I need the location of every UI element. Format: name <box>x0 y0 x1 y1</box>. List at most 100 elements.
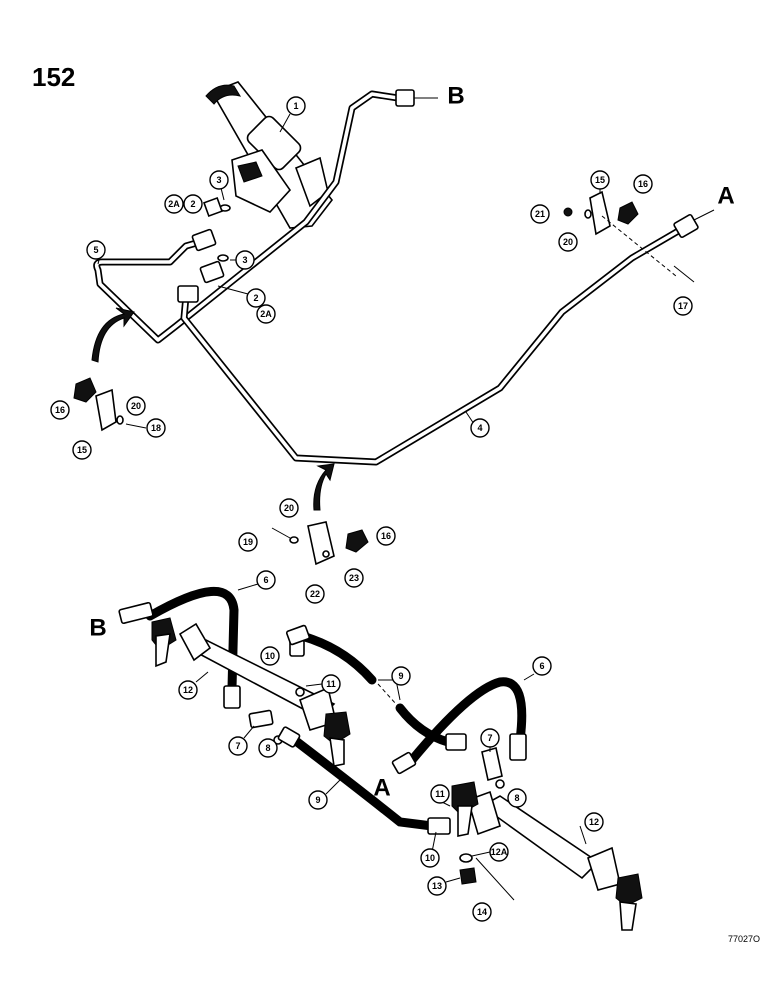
svg-text:2: 2 <box>190 199 195 209</box>
svg-text:9: 9 <box>315 795 320 805</box>
callout-13: 13 <box>427 876 461 896</box>
arrow-middle-icon <box>313 463 335 511</box>
svg-text:18: 18 <box>151 423 161 433</box>
label-a-upper: A <box>717 183 734 210</box>
svg-text:1: 1 <box>293 101 298 111</box>
svg-text:16: 16 <box>381 531 391 541</box>
svg-text:2A: 2A <box>260 309 272 319</box>
svg-text:20: 20 <box>131 401 141 411</box>
callout-20-upper: 20 <box>558 232 578 252</box>
callout-2A-lower: 2A <box>256 304 276 324</box>
svg-text:3: 3 <box>242 255 247 265</box>
hose-6-left <box>118 586 241 709</box>
svg-text:8: 8 <box>265 743 270 753</box>
svg-text:15: 15 <box>77 445 87 455</box>
svg-text:10: 10 <box>425 853 435 863</box>
callout-15-upper: 15 <box>590 170 610 194</box>
callout-5: 5 <box>86 240 106 265</box>
callout-2-lower: 2 <box>217 285 266 308</box>
svg-text:12: 12 <box>589 817 599 827</box>
callout-6-right: 6 <box>523 656 552 681</box>
callout-21: 21 <box>530 204 550 224</box>
svg-text:7: 7 <box>487 733 492 743</box>
callout-16-middle: 16 <box>376 526 396 546</box>
svg-text:12A: 12A <box>491 847 508 857</box>
callout-6-left: 6 <box>237 570 276 591</box>
callout-18: 18 <box>146 418 166 438</box>
svg-text:22: 22 <box>310 589 320 599</box>
svg-text:2A: 2A <box>168 199 180 209</box>
svg-text:11: 11 <box>326 679 336 689</box>
svg-text:16: 16 <box>638 179 648 189</box>
svg-text:3: 3 <box>216 175 221 185</box>
clamp-group-left <box>73 307 147 432</box>
callout-3-lower: 3 <box>230 250 255 270</box>
label-a-lower: A <box>373 775 390 802</box>
svg-text:17: 17 <box>678 301 688 311</box>
steering-cylinder-left <box>151 617 351 767</box>
svg-text:23: 23 <box>349 573 359 583</box>
tube-5 <box>93 89 438 344</box>
callout-4: 4 <box>465 411 490 438</box>
clamp-group-middle <box>271 463 369 566</box>
callout-10-left: 10 <box>260 646 280 666</box>
svg-text:9: 9 <box>398 671 403 681</box>
callout-9-lower: 9 <box>308 779 341 810</box>
svg-text:20: 20 <box>563 237 573 247</box>
callout-2A: 2A <box>164 194 184 214</box>
callout-16-left: 16 <box>50 400 70 420</box>
svg-text:6: 6 <box>263 575 268 585</box>
clamp-group-upper-right <box>563 190 695 283</box>
callout-19: 19 <box>238 532 258 552</box>
svg-text:6: 6 <box>539 661 544 671</box>
svg-text:5: 5 <box>93 245 98 255</box>
arrow-left-icon <box>91 307 135 363</box>
svg-text:13: 13 <box>432 881 442 891</box>
callout-9-upper: 9 <box>378 666 411 701</box>
svg-text:21: 21 <box>535 209 545 219</box>
hose-9-upper <box>285 624 453 747</box>
svg-text:7: 7 <box>235 741 240 751</box>
svg-text:8: 8 <box>514 793 519 803</box>
callout-16-upper: 16 <box>633 174 653 194</box>
steering-valve <box>205 81 334 229</box>
hose-6-right <box>391 677 527 775</box>
page-number: 152 <box>32 62 75 92</box>
svg-text:11: 11 <box>435 789 445 799</box>
hose-9-lower <box>277 726 451 835</box>
callout-20-left: 20 <box>126 396 146 416</box>
callout-20-middle: 20 <box>279 498 299 518</box>
callout-12A: 12A <box>471 842 509 862</box>
callout-22: 22 <box>305 584 325 604</box>
callout-11-left: 11 <box>305 674 341 694</box>
callout-1: 1 <box>279 96 306 133</box>
callout-10-right: 10 <box>420 831 440 868</box>
tube-4 <box>177 209 715 466</box>
svg-text:12: 12 <box>183 685 193 695</box>
svg-text:14: 14 <box>477 907 487 917</box>
callout-8-right: 8 <box>507 788 527 808</box>
svg-text:4: 4 <box>477 423 482 433</box>
svg-text:19: 19 <box>243 537 253 547</box>
callout-11-right: 11 <box>430 784 451 807</box>
callout-3-upper: 3 <box>209 170 229 201</box>
callout-7-right: 7 <box>480 728 500 752</box>
svg-text:10: 10 <box>265 651 275 661</box>
figure-number: 77027O <box>728 934 760 944</box>
callout-12-left: 12 <box>178 671 209 700</box>
fittings-upper <box>203 197 231 262</box>
callout-12-right: 12 <box>579 812 604 845</box>
svg-text:2: 2 <box>253 293 258 303</box>
callout-15-left: 15 <box>72 440 92 460</box>
label-b-lower: B <box>89 615 106 642</box>
svg-text:16: 16 <box>55 405 65 415</box>
callout-23: 23 <box>344 568 364 588</box>
svg-text:15: 15 <box>595 175 605 185</box>
callout-8-left: 8 <box>258 738 278 758</box>
callout-14: 14 <box>472 902 492 922</box>
label-b-upper: B <box>447 83 464 110</box>
svg-text:20: 20 <box>284 503 294 513</box>
steering-cylinder-right <box>451 746 643 931</box>
callout-2: 2 <box>183 194 203 214</box>
